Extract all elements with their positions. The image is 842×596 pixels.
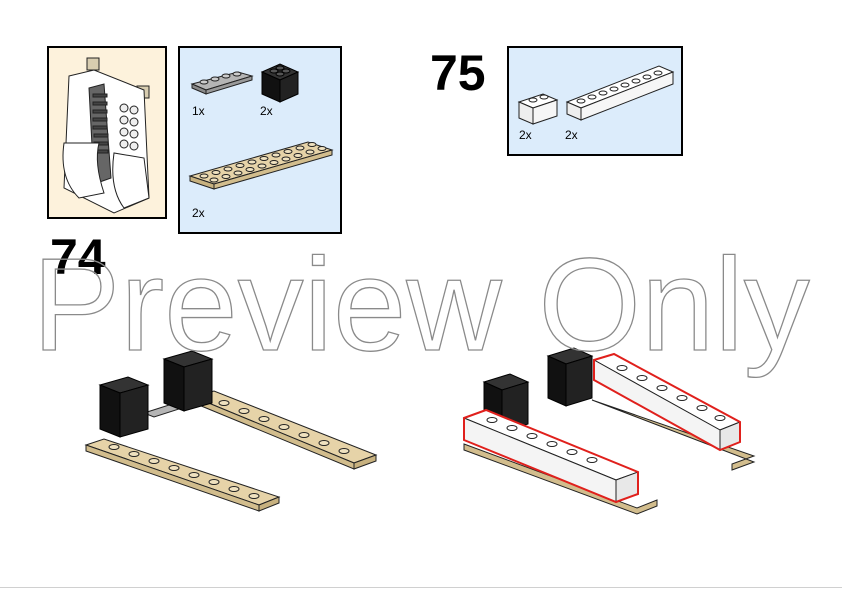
submodel-illustration <box>62 57 150 214</box>
part-qty-white-brick-1x2: 2x <box>519 128 532 142</box>
white-brick-1x2 <box>517 93 559 125</box>
submodel-preview <box>47 46 167 219</box>
step-number-74: 74 <box>50 229 106 285</box>
step-number-75: 75 <box>430 45 486 101</box>
part-qty-tan-plate: 2x <box>192 206 205 220</box>
part-qty-black-brick: 2x <box>260 104 273 118</box>
tan-plate-2x10 <box>188 141 334 190</box>
gray-plate-1x4 <box>190 71 254 95</box>
page-bottom-rule <box>0 587 842 588</box>
part-qty-gray-plate: 1x <box>192 104 205 118</box>
step-75-parts-callout: 2x 2x <box>507 46 683 156</box>
black-brick-2x2 <box>260 63 300 103</box>
step-75-assembly <box>462 347 756 515</box>
step-74-assembly <box>84 350 378 512</box>
step-74-parts-callout: 1x 2x 2x <box>178 46 342 234</box>
white-brick-1x8 <box>565 65 675 121</box>
part-qty-white-brick-1x8: 2x <box>565 128 578 142</box>
